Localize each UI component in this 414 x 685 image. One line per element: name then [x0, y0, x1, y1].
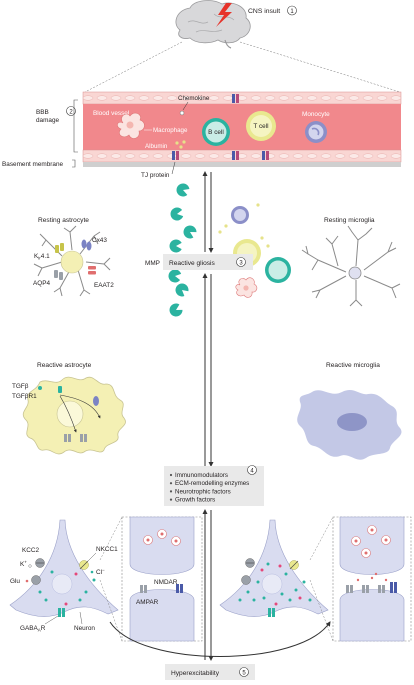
chemokine-dot	[180, 111, 184, 115]
right-synapse-panel	[310, 517, 411, 641]
t-cell-label: T cell	[253, 123, 268, 130]
bbb-label-line2: damage	[36, 117, 60, 124]
chemokine-label: Chemokine	[178, 95, 210, 102]
mmp-molecule	[170, 240, 182, 253]
nkcc1-transporter	[80, 561, 89, 570]
factor-item: Immunomodulators	[175, 472, 228, 479]
bbb-bracket	[74, 100, 78, 152]
hyperexcitability-box: Hyperexcitability 5	[165, 664, 255, 680]
macrophage-label: Macrophage	[153, 127, 188, 134]
reactive-microglia-title: Reactive microglia	[326, 362, 380, 369]
neuron-label: Neuron	[74, 625, 95, 632]
resting-microglia-cell	[302, 226, 400, 306]
glu-transporter	[32, 576, 41, 585]
svg-text:Hyperexcitability: Hyperexcitability	[171, 670, 220, 677]
mmp-molecule	[167, 268, 181, 283]
reactive-gliosis-box: Reactive gliosis 3	[163, 254, 253, 270]
kcc2-transporter	[36, 559, 45, 568]
k-plus-label: K+	[20, 560, 27, 569]
zoom-line-left	[85, 42, 182, 92]
cl-minus-label: Cl−	[96, 568, 105, 577]
kir41-label: Kir4.1	[34, 253, 50, 261]
kcc2-label: KCC2	[22, 547, 39, 554]
svg-text:K+: K+	[20, 560, 27, 569]
resting-astrocyte-title: Resting astrocyte	[38, 217, 89, 224]
monocyte-cell	[305, 121, 327, 143]
zoom-line-right	[240, 42, 400, 92]
tgfb-label: TGFβ	[12, 383, 29, 390]
bbb-label-line1: BBB	[36, 109, 49, 116]
mmp-molecule	[167, 302, 184, 319]
svg-text:Reactive gliosis: Reactive gliosis	[169, 260, 216, 267]
mmp-molecule	[175, 182, 191, 198]
right-neuron	[220, 520, 328, 616]
mmp-label: MMP	[145, 260, 160, 267]
svg-text:Kir4.1: Kir4.1	[34, 253, 50, 261]
resting-microglia-title: Resting microglia	[324, 217, 375, 224]
tgfbr1-label: TGFβR1	[12, 393, 37, 400]
svg-text:Cl−: Cl−	[96, 568, 105, 577]
mmp-molecules	[167, 182, 198, 319]
eaat2-label: EAAT2	[94, 282, 114, 289]
step-marker-1: 1	[288, 6, 297, 15]
resting-microglia-soma	[349, 267, 361, 279]
basement-membrane-label: Basement membrane	[2, 161, 64, 168]
b-cell-label: B cell	[208, 129, 224, 136]
parenchyma-immune-cells	[231, 206, 291, 297]
nmdar-label: NMDAR	[154, 579, 178, 586]
brain-icon	[176, 1, 250, 48]
factor-item: ECM-remodelling enzymes	[175, 480, 249, 487]
left-synapse-panel	[100, 517, 202, 641]
tj-protein-label: TJ protein	[141, 172, 170, 179]
cx43-label: Cx43	[92, 237, 107, 244]
mmp-molecule	[169, 207, 183, 222]
monocyte-label: Monocyte	[302, 111, 330, 118]
albumin-label: Albumin	[145, 143, 168, 150]
left-neuron-nucleus	[52, 574, 72, 594]
reactive-microglia-nucleus	[337, 413, 367, 431]
ampar-label: AMPAR	[136, 599, 159, 606]
reactive-astrocyte-nucleus	[57, 401, 83, 427]
glu-label: Glu	[10, 578, 20, 585]
gabaar-label: GABAAR	[20, 625, 46, 633]
svg-text:GABAAR: GABAAR	[20, 625, 46, 633]
factor-item: Growth factors	[175, 497, 215, 504]
right-neuron-nucleus	[262, 574, 282, 594]
mmp-molecule	[181, 223, 198, 240]
factor-item: Neurotrophic factors	[175, 488, 231, 495]
cns-insult-label: CNS insult	[248, 8, 280, 15]
mmp-molecule	[173, 281, 191, 299]
resting-astrocyte-soma	[61, 251, 83, 273]
nkcc1-label: NKCC1	[96, 546, 118, 553]
aqp4-label: AQP4	[33, 280, 50, 287]
reactive-astrocyte-title: Reactive astrocyte	[37, 362, 92, 369]
